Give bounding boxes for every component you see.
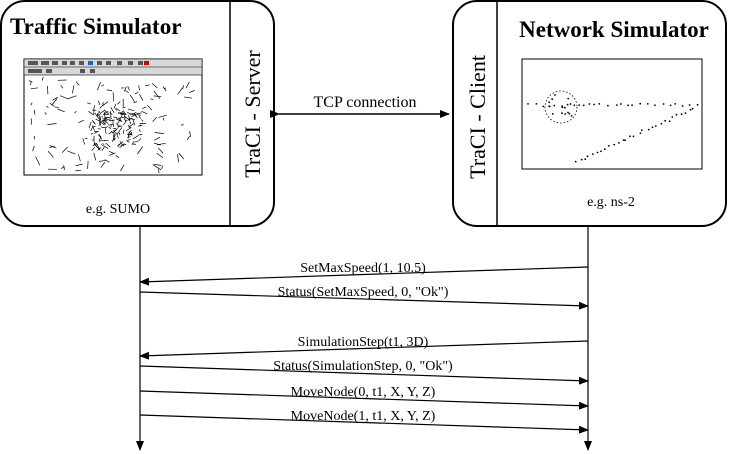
tcp-connection-label: TCP connection [314, 94, 417, 111]
message-label: SetMaxSpeed(1, 10.5) [300, 261, 426, 276]
ns2-network-screenshot-icon [521, 58, 703, 170]
traffic-simulator-example: e.g. SUMO [86, 202, 150, 217]
network-simulator-example: e.g. ns-2 [587, 195, 635, 210]
message-arrow [139, 390, 589, 410]
tcp-connection: TCP connection [270, 94, 450, 118]
message-arrow [139, 365, 589, 385]
traci-server-label: TraCI - Server [240, 50, 265, 178]
message-label: Status(SimulationStep, 0, "Ok") [273, 359, 453, 374]
traffic-simulator-box: Traffic Simulator e.g. SUMO TraCI - Serv… [0, 0, 275, 227]
message-label: MoveNode(0, t1, X, Y, Z) [291, 385, 436, 400]
network-simulator-box: Network Simulator e.g. ns-2 TraCI - Clie… [452, 0, 727, 227]
traffic-simulator-title: Traffic Simulator [10, 14, 181, 39]
message-label: SimulationStep(t1, 3D) [298, 335, 429, 350]
message-arrow [139, 266, 589, 286]
message-arrow [139, 340, 589, 360]
traci-client-label: TraCI - Client [465, 55, 490, 179]
sumo-map-screenshot-icon [23, 58, 203, 176]
message-arrow [139, 414, 589, 434]
message-label: MoveNode(1, t1, X, Y, Z) [291, 409, 436, 424]
message-list: SetMaxSpeed(1, 10.5) Status(SetMaxSpeed,… [139, 261, 589, 434]
message-label: Status(SetMaxSpeed, 0, "Ok") [278, 285, 449, 300]
message-arrow [139, 291, 589, 310]
network-simulator-title: Network Simulator [519, 17, 709, 42]
